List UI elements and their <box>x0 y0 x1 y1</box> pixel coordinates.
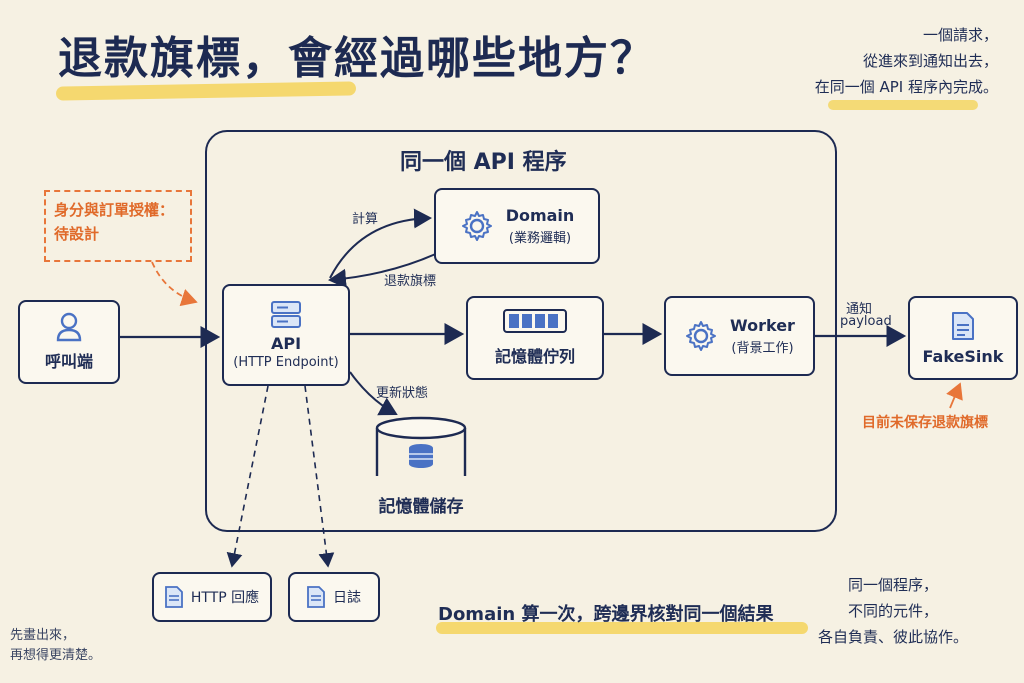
edge-label-refund-flag: 退款旗標 <box>384 274 437 289</box>
user-icon <box>56 312 82 342</box>
edge-label-compute: 計算 <box>352 212 379 227</box>
auth-note: 身分與訂單授權： 待設計 <box>44 190 192 262</box>
sink-node: FakeSink <box>908 296 1018 380</box>
gear-icon <box>686 321 717 351</box>
document-icon <box>164 586 183 608</box>
log-label: 日誌 <box>333 590 361 606</box>
note-line: 各自負責、彼此協作。 <box>818 628 969 646</box>
note-line: 在同一個 API 程序內完成。 <box>814 78 998 96</box>
note-line: 再想得更清楚。 <box>10 648 102 663</box>
container-label: 同一個 API 程序 <box>400 150 567 175</box>
domain-node: Domain (業務邏輯) <box>434 188 600 264</box>
document-icon <box>952 311 974 340</box>
api-sub: (HTTP Endpoint) <box>233 355 339 370</box>
edge-label-update-status: 更新狀態 <box>376 386 429 401</box>
api-label: API <box>270 334 302 353</box>
note-line: 不同的元件， <box>848 602 939 620</box>
gear-icon <box>461 211 492 241</box>
arrow-auth-note <box>151 261 198 307</box>
bottom-highlight <box>436 622 808 634</box>
note-bottom-left: 先畫出來， 再想得更清楚。 <box>10 626 101 666</box>
note-line: 同一個程序， <box>848 576 939 594</box>
caller-node: 呼叫端 <box>18 300 120 384</box>
note-line: 一個請求， <box>922 26 998 44</box>
arrow-domain-api <box>328 251 441 289</box>
note-line: 從進來到通知出去， <box>862 52 998 70</box>
arrow-sink-note <box>946 382 963 409</box>
storage-node: 記憶體儲存 <box>366 416 476 520</box>
document-icon <box>307 586 325 608</box>
arrow-api-domain <box>329 208 432 279</box>
queue-icon <box>503 309 567 333</box>
page-title: 退款旗標，會經過哪些地方？ <box>58 33 656 84</box>
edge-label-payload: payload <box>840 314 892 329</box>
worker-node: Worker (背景工作) <box>664 296 815 376</box>
domain-label: Domain <box>505 206 575 225</box>
note-top-right: 一個請求， 從進來到通知出去， 在同一個 API 程序內完成。 <box>778 22 998 100</box>
auth-note-line: 待設計 <box>54 225 100 243</box>
storage-label: 記憶體儲存 <box>378 497 464 517</box>
arrow-api-storage <box>349 371 398 416</box>
domain-sub: (業務邏輯) <box>508 231 572 246</box>
note-bottom-right: 同一個程序， 不同的元件， 各自負責、彼此協作。 <box>818 572 968 650</box>
note-highlight <box>828 100 978 110</box>
worker-label: Worker <box>730 316 795 335</box>
queue-label: 記憶體佇列 <box>494 347 575 366</box>
log-node: 日誌 <box>288 572 380 622</box>
arrow-api-log <box>304 385 335 568</box>
auth-note-line: 身分與訂單授權： <box>54 201 175 219</box>
arrow-api-http <box>226 385 269 568</box>
database-icon <box>375 416 467 476</box>
http-response-node: HTTP 回應 <box>152 572 272 622</box>
edge-label-notify: 通知 <box>846 302 873 317</box>
note-line: 先畫出來， <box>10 628 76 643</box>
api-node: API (HTTP Endpoint) <box>222 284 350 386</box>
queue-node: 記憶體佇列 <box>466 296 604 380</box>
caller-label: 呼叫端 <box>44 352 93 371</box>
server-icon <box>271 301 301 328</box>
sink-note: 目前未保存退款旗標 <box>862 415 988 431</box>
worker-sub: (背景工作) <box>731 341 794 356</box>
sink-label: FakeSink <box>922 346 1004 366</box>
bottom-caption: Domain 算一次，跨邊界核對同一個結果 <box>438 604 774 625</box>
http-response-label: HTTP 回應 <box>190 590 260 606</box>
